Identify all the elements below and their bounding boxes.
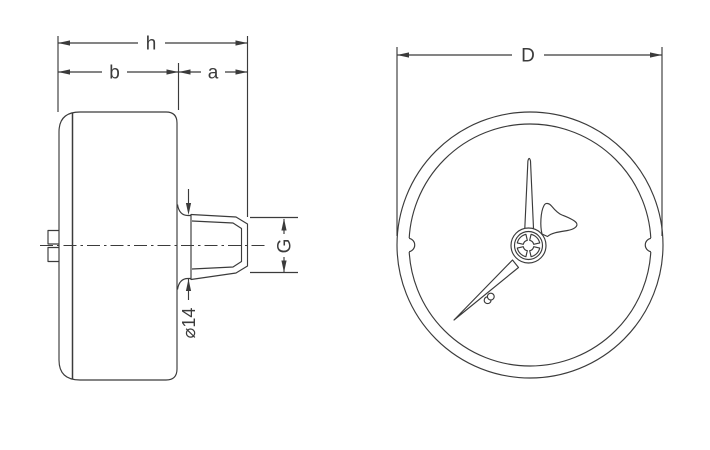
hub-spoke-segment-sw: [516, 246, 528, 258]
dimension-b: b: [58, 63, 179, 84]
side-view: h b a G: [40, 34, 298, 381]
dimension-dia14: ⌀14: [179, 189, 199, 338]
bezel-notch-right: [644, 237, 652, 253]
arrowhead-left: [178, 69, 191, 75]
pointer-flag: [540, 202, 578, 238]
arrowhead-left: [58, 40, 70, 46]
dimension-G: G: [250, 216, 298, 274]
tail-screw: [483, 292, 495, 305]
pointer-tail: [453, 259, 520, 321]
dim-label-G: G: [275, 239, 296, 254]
arrowhead-left: [397, 52, 409, 58]
dimension-a: a: [178, 63, 248, 84]
bezel-notch-left: [408, 237, 416, 253]
arrowhead-down: [281, 260, 287, 273]
hub-spoke-segment-ne: [529, 233, 541, 245]
hub-outer-ring: [510, 227, 547, 264]
hub-spoke-segment-nw: [516, 233, 528, 245]
dimension-D: D: [396, 46, 663, 236]
arrowhead-left: [58, 69, 70, 75]
case-outline: [58, 111, 178, 381]
threaded-stem: [190, 213, 249, 281]
arrowhead-right: [235, 40, 248, 46]
neck-fillet-top: [176, 204, 191, 217]
dimension-h: h: [58, 34, 248, 55]
arrowhead-right: [650, 52, 662, 58]
hub-inner-ring: [513, 230, 544, 261]
pointer-hub: [510, 227, 547, 264]
dial-outer-circle: [396, 111, 664, 379]
dim-label-a: a: [208, 63, 219, 84]
back-bracket: [47, 229, 59, 263]
dim-label-dia14: ⌀14: [179, 308, 199, 339]
bracket-tab-bottom: [47, 246, 59, 263]
dim-label-b: b: [109, 63, 120, 84]
front-view: D: [396, 46, 664, 379]
bracket-tab-top: [47, 229, 59, 245]
arrowhead-right: [235, 69, 248, 75]
arrowhead-right: [166, 69, 179, 75]
dim-label-h: h: [146, 34, 157, 55]
neck-fillet-bottom: [176, 277, 191, 290]
arrowhead-down: [185, 203, 192, 215]
arrowhead-up: [281, 218, 287, 231]
hub-spoke-segment-se: [529, 246, 541, 258]
pointer-needle: [524, 157, 535, 230]
dim-label-D: D: [521, 46, 535, 67]
thread-inner-line: [191, 220, 243, 270]
thread-outline: [190, 213, 249, 281]
